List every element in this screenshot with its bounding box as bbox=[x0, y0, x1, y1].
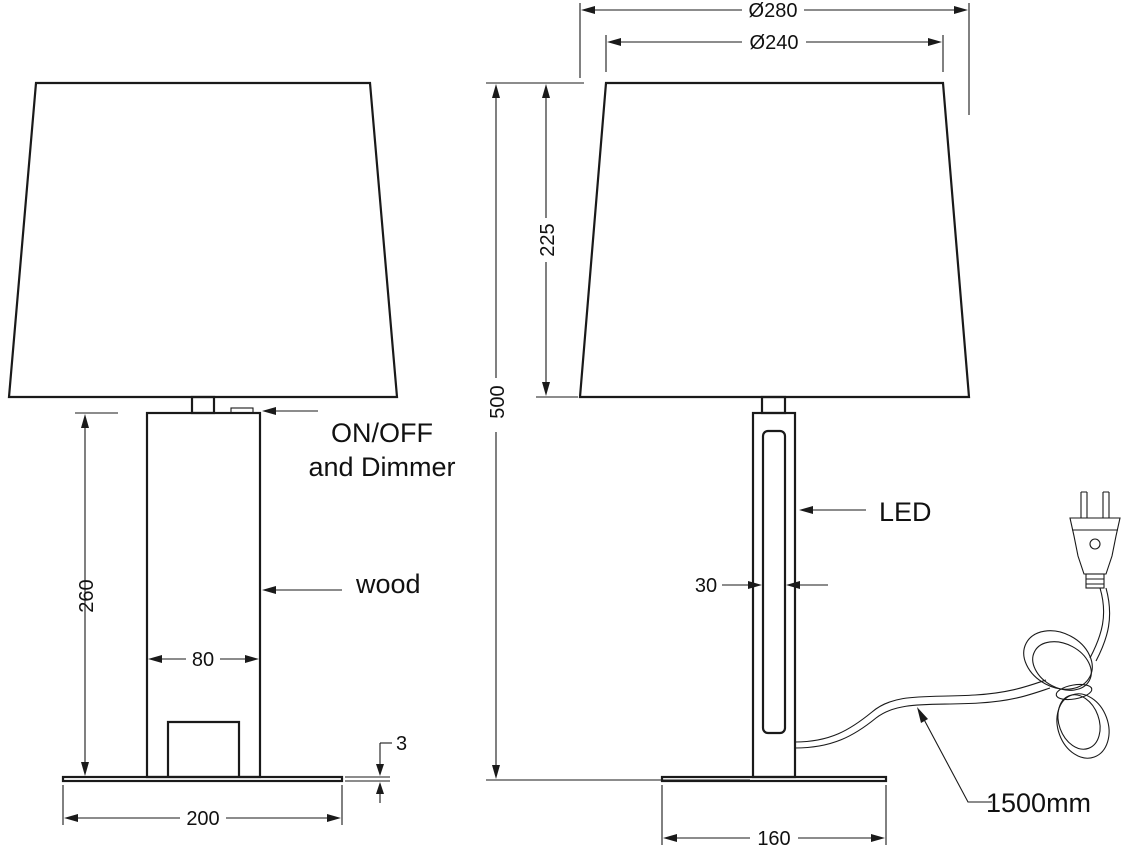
dimension-160-label: 160 bbox=[757, 828, 790, 848]
dimension-diameter-280-label: Ø280 bbox=[749, 0, 798, 22]
right-lamp-neck bbox=[760, 395, 787, 415]
left-view: ON/OFF and Dimmer wood 260 80 bbox=[7, 81, 456, 830]
dimension-200: 200 bbox=[62, 785, 343, 830]
power-cord bbox=[794, 587, 1111, 759]
switch-callout: ON/OFF and Dimmer bbox=[262, 407, 456, 482]
dimension-260: 260 bbox=[75, 412, 118, 776]
dimension-30: 30 bbox=[695, 575, 828, 597]
dimension-3: 3 bbox=[345, 733, 407, 803]
right-lamp-post bbox=[751, 411, 797, 779]
wood-label: wood bbox=[355, 569, 421, 599]
dimension-diameter-280: Ø280 bbox=[579, 0, 970, 115]
left-base-cutout bbox=[166, 720, 241, 777]
dimension-225: 225 bbox=[536, 84, 578, 398]
dimension-diameter-240: Ø240 bbox=[605, 32, 944, 72]
switch-label-line1: ON/OFF bbox=[331, 418, 433, 448]
dimension-3-label: 3 bbox=[396, 733, 407, 755]
left-lampshade bbox=[7, 81, 399, 399]
dimension-80-label: 80 bbox=[192, 649, 214, 671]
dimension-160: 160 bbox=[661, 785, 887, 848]
dimension-260-label: 260 bbox=[76, 579, 98, 612]
right-base-plate bbox=[660, 775, 888, 783]
led-callout: LED bbox=[799, 497, 932, 527]
right-lampshade bbox=[578, 81, 971, 399]
right-view: Ø280 Ø240 500 2 bbox=[486, 0, 1121, 848]
cable-length-callout: 1500mm bbox=[917, 707, 1091, 818]
dimension-80: 80 bbox=[148, 649, 259, 671]
cable-length-label: 1500mm bbox=[986, 788, 1091, 818]
left-base-plate bbox=[61, 775, 344, 783]
dimension-225-label: 225 bbox=[537, 223, 559, 256]
wood-callout: wood bbox=[262, 569, 421, 599]
dimension-30-label: 30 bbox=[695, 575, 717, 597]
led-strip bbox=[761, 429, 787, 735]
left-lamp-neck bbox=[190, 395, 216, 415]
switch-label-line2: and Dimmer bbox=[308, 452, 455, 482]
dimension-diameter-240-label: Ø240 bbox=[750, 32, 799, 54]
plug-icon bbox=[1069, 491, 1121, 589]
led-label: LED bbox=[879, 497, 932, 527]
dimension-200-label: 200 bbox=[186, 808, 219, 830]
dimension-500: 500 bbox=[486, 82, 750, 781]
dimension-500-label: 500 bbox=[487, 385, 509, 418]
